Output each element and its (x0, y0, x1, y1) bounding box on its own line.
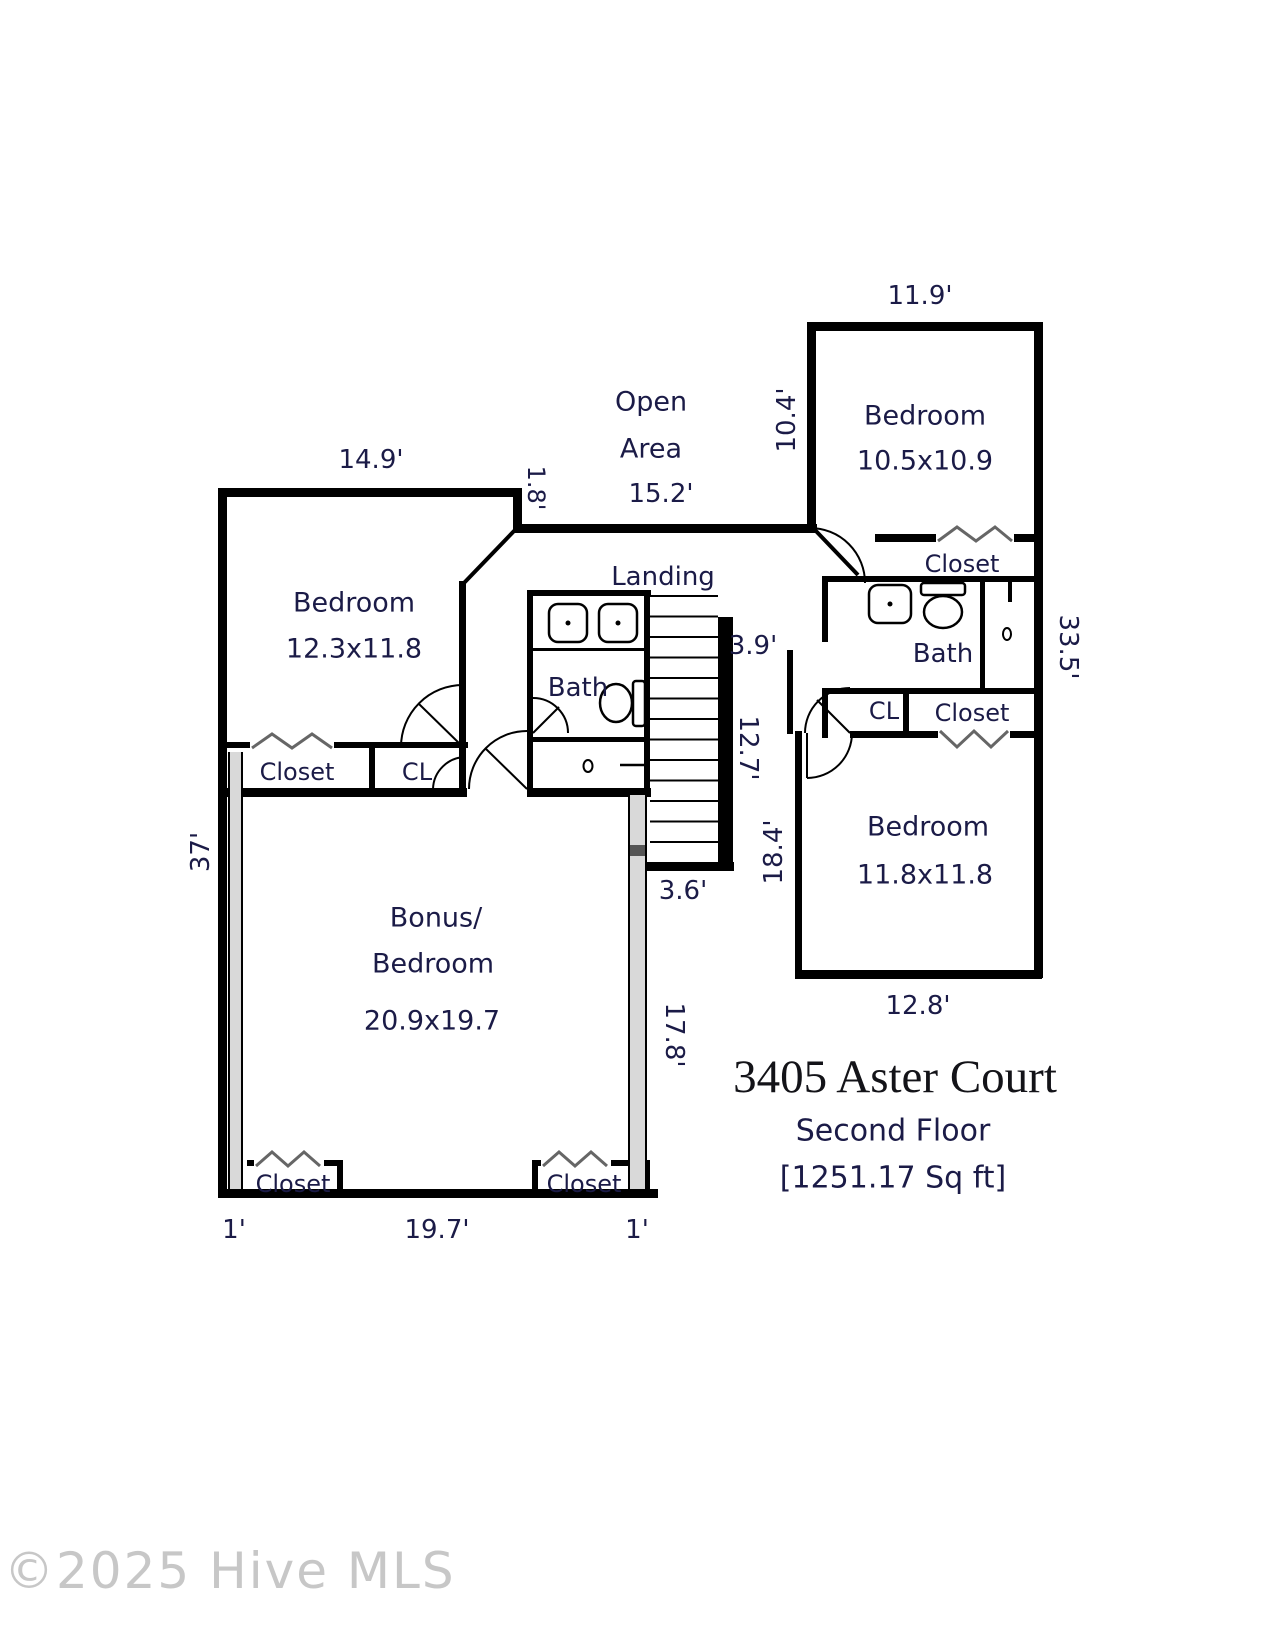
sink-drain-icon (565, 601, 893, 626)
dim-label-bottom-width: 19.7' (404, 1215, 470, 1245)
dim-label-hall-width: 3.9' (728, 631, 778, 661)
room-label-closet-top-right: Closet (924, 550, 1000, 578)
room-size-bedroom-left: 12.3x11.8 (285, 633, 423, 665)
room-label-closet-left: Closet (259, 758, 335, 786)
dim-label-bonus-height: 37' (186, 831, 216, 873)
room-label-bedroom-left: Bedroom (292, 587, 416, 619)
room-label-bath-right: Bath (912, 639, 974, 669)
dim-label-open-area-width: 15.2' (628, 479, 694, 509)
room-label-bonus-1: Bonus/ (389, 902, 483, 934)
dim-label-top-right-width: 11.9' (887, 281, 953, 311)
room-size-bedroom-right: 11.8x11.8 (856, 859, 994, 891)
dim-label-bottom-right: 1' (625, 1215, 649, 1245)
dim-label-right-side-height: 33.5' (1053, 614, 1083, 680)
dim-label-open-area-height: 10.4' (772, 387, 802, 453)
room-size-bedroom-top-right: 10.5x10.9 (856, 445, 994, 477)
window-zigzag-icon (250, 525, 1014, 1168)
dim-label-stairs-width: 3.6' (658, 876, 708, 906)
page-title-address: 3405 Aster Court (733, 1051, 1057, 1103)
dim-label-bonus-right-height: 17.8' (659, 1002, 689, 1068)
shower-icon (582, 627, 1012, 773)
page-title-area: [1251.17 Sq ft] (779, 1160, 1007, 1196)
room-label-cl-right: CL (868, 697, 900, 725)
room-label-bath-center: Bath (547, 673, 609, 703)
room-label-closet-mid-right: Closet (934, 699, 1010, 727)
room-label-bonus-2: Bedroom (371, 948, 495, 980)
watermark: ©2025 Hive MLS (4, 1542, 456, 1600)
dim-label-hall-height: 12.7' (733, 715, 763, 781)
dim-label-bottom-left: 1' (222, 1215, 246, 1245)
dim-label-bedroom-left-width: 14.9' (338, 445, 404, 475)
room-label-bedroom-top-right: Bedroom (863, 400, 987, 432)
door-arc-icon (400, 527, 866, 790)
room-label-bedroom-right: Bedroom (866, 811, 990, 843)
dim-label-bedroom-right-height: 18.4' (759, 819, 789, 885)
sink-icon (547, 583, 913, 644)
stairs-icon (650, 595, 718, 843)
dim-label-jog: 1.8' (522, 465, 550, 511)
room-label-open-area-1: Open (614, 386, 688, 418)
dim-label-bedroom-right-width: 12.8' (885, 991, 951, 1021)
room-label-cl-left: CL (401, 758, 433, 786)
toilet-icon (598, 581, 967, 728)
page-title-floor: Second Floor (795, 1113, 991, 1149)
room-label-landing: Landing (611, 562, 715, 592)
room-label-closet-bottom-right: Closet (546, 1170, 622, 1198)
diagonal-walls (461, 528, 860, 586)
room-label-open-area-2: Area (619, 433, 683, 465)
room-label-closet-bottom-left: Closet (255, 1170, 331, 1198)
knee-walls (228, 752, 647, 1191)
room-size-bonus: 20.9x19.7 (363, 1005, 501, 1037)
